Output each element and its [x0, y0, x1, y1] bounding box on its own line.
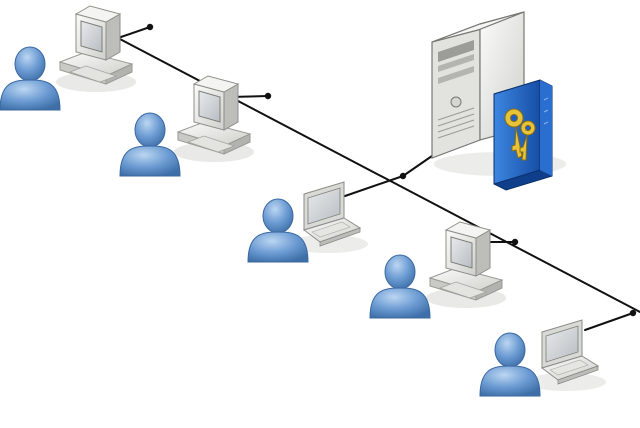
user-icon: [0, 46, 61, 111]
desktop-computer-icon: [173, 75, 255, 163]
workstation-client-4: [369, 221, 507, 319]
link-client-1: [117, 26, 151, 39]
junction-dot: [146, 23, 154, 31]
junction-dot: [511, 238, 519, 246]
link-client-3: [344, 175, 404, 197]
link-client-5: [584, 312, 634, 331]
user-icon: [479, 332, 541, 397]
user-icon: [247, 198, 309, 263]
user-icon: [369, 254, 431, 319]
desktop-computer-icon: [55, 5, 137, 93]
user-icon: [119, 112, 181, 177]
keys-icon: [504, 108, 536, 161]
workstation-client-5: [479, 319, 607, 397]
junction-dot: [399, 172, 407, 180]
backbone-line: [117, 37, 640, 313]
junction-dot: [264, 92, 272, 100]
network-bus: [117, 26, 640, 331]
license-keys-box-icon: [493, 79, 553, 191]
junction-dot: [629, 309, 637, 317]
workstation-client-1: [0, 5, 137, 111]
workstation-client-2: [119, 75, 255, 177]
